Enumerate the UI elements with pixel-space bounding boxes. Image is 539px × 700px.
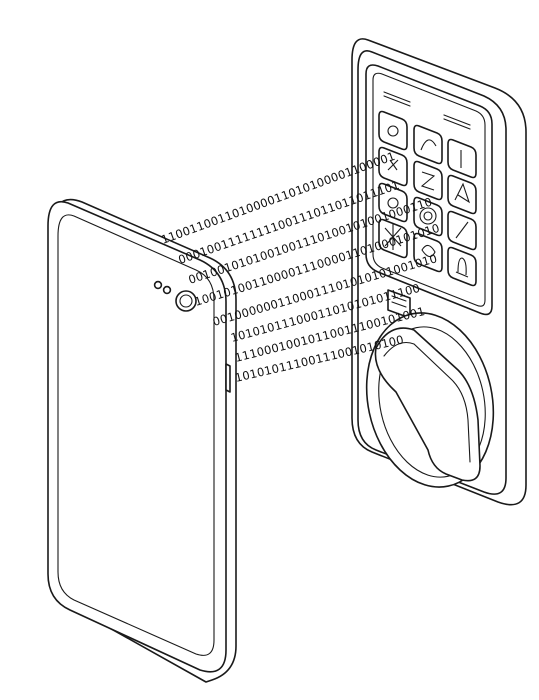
status-light-right xyxy=(443,114,471,130)
keypad-button-icon xyxy=(447,138,477,179)
keypad-button-icon xyxy=(378,110,408,151)
phone-flash xyxy=(153,280,163,290)
thumb-turn-icon xyxy=(365,312,495,488)
smartphone-icon xyxy=(47,198,237,683)
keypad-button-icon xyxy=(447,174,477,215)
keypad-button-icon xyxy=(413,160,443,201)
smart-lock-icon xyxy=(351,38,527,506)
keypad-button-icon xyxy=(413,124,443,165)
phone-camera-lens xyxy=(175,290,197,312)
keypad-button-icon xyxy=(413,232,443,273)
keypad-buttons xyxy=(378,110,477,287)
phone-screen xyxy=(57,214,215,656)
phone-sensor xyxy=(162,285,172,295)
phone-front-face xyxy=(47,201,227,673)
status-light-left xyxy=(383,91,411,107)
bell-icon xyxy=(447,246,477,287)
keypad-button-icon xyxy=(378,218,408,259)
keypad-inner-edge xyxy=(372,72,486,307)
keypad-button-icon xyxy=(447,210,477,251)
keypad-button-icon xyxy=(413,196,443,237)
phone-side-button xyxy=(225,363,231,393)
keypad-button-icon xyxy=(378,146,408,187)
thumb-turn-lever xyxy=(374,327,481,482)
phone-camera-lens-inner xyxy=(179,294,193,308)
keypad-button-icon xyxy=(378,182,408,223)
